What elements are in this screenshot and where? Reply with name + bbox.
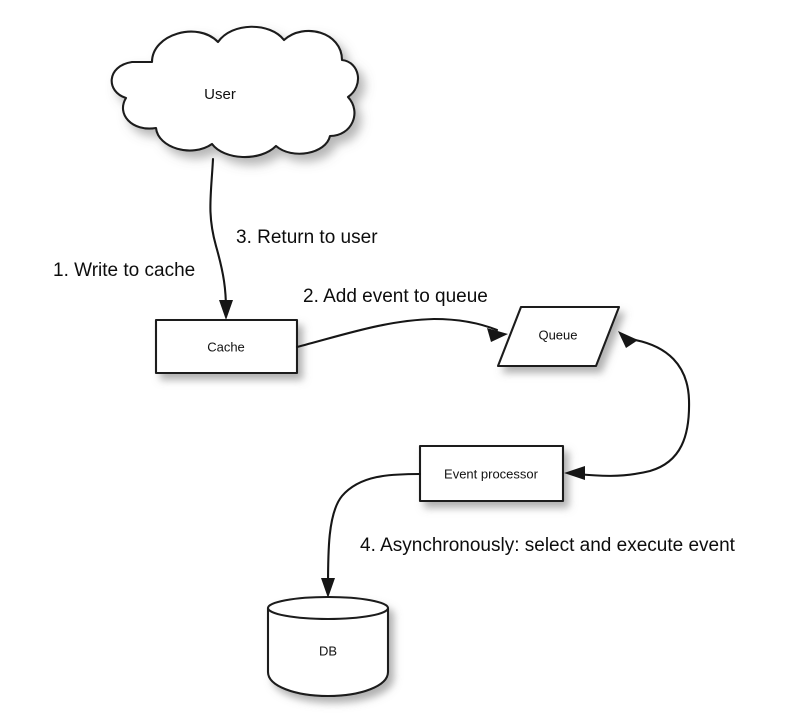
node-queue[interactable]: Queue xyxy=(496,305,621,368)
arrowhead-to-queue xyxy=(487,328,508,342)
step-label-3: 3. Return to user xyxy=(236,227,378,248)
step-label-2: 2. Add event to queue xyxy=(303,286,488,307)
node-label-db: DB xyxy=(319,643,337,658)
edge-queue-to-event-processor xyxy=(564,331,691,480)
arrowhead-to-cache xyxy=(219,300,233,320)
step-label-1: 1. Write to cache xyxy=(53,260,195,281)
node-label-cache: Cache xyxy=(207,339,245,354)
arrowhead-to-event-processor xyxy=(564,466,585,480)
edge-cache-to-queue xyxy=(295,317,508,349)
step-label-4: 4. Asynchronously: select and execute ev… xyxy=(360,535,736,556)
node-event-processor[interactable]: Event processor xyxy=(418,444,565,503)
node-label-queue: Queue xyxy=(538,327,577,342)
node-label-user: User xyxy=(204,86,236,103)
arrowhead-to-db xyxy=(321,578,335,598)
edge-event-processor-to-db xyxy=(321,472,422,598)
node-cache[interactable]: Cache xyxy=(154,318,299,375)
arrowhead-into-queue-right xyxy=(618,331,638,348)
node-db[interactable]: DB xyxy=(266,595,390,698)
edge-user-to-cache xyxy=(209,157,233,320)
node-user[interactable]: User xyxy=(110,25,359,159)
node-label-event-processor: Event processor xyxy=(444,466,539,481)
